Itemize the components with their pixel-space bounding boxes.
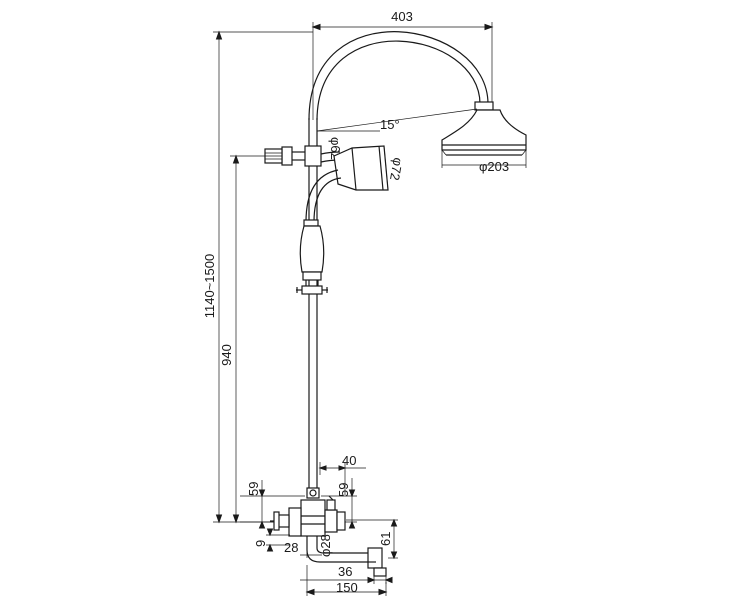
dim-9-label: 9 xyxy=(253,540,268,547)
dim-940-label: 940 xyxy=(219,344,234,366)
left-handle xyxy=(270,511,290,531)
shower-head: φ203 xyxy=(441,109,527,174)
dim-61-label: 61 xyxy=(378,532,393,546)
hand-shower-handle xyxy=(296,219,328,295)
dim-overall-height-label: 1140~1500 xyxy=(202,254,217,318)
dimension-36: 36 xyxy=(300,564,393,584)
dim-403-label: 403 xyxy=(391,9,413,24)
dimension-59-left: 59 xyxy=(240,480,305,529)
dimension-overall-height: 1140~1500 xyxy=(202,30,313,524)
head-diameter-label: φ203 xyxy=(479,159,509,174)
gooseneck-arm xyxy=(308,31,494,121)
angle-label: 15° xyxy=(380,117,400,132)
dimension-403: 403 xyxy=(311,9,494,120)
slide-holder xyxy=(264,145,341,167)
dimension-40: 40 xyxy=(318,453,366,495)
dim-28-mid-label: φ28 xyxy=(318,534,333,557)
dim-150-label: 150 xyxy=(336,580,358,595)
dimension-9: 9 xyxy=(253,528,290,552)
hand-shower-head xyxy=(333,145,389,191)
dim-28-left-label: 28 xyxy=(284,540,298,555)
dimension-150: 150 xyxy=(305,565,388,596)
dimension-940: 940 xyxy=(219,154,268,524)
riser-pipe xyxy=(308,118,318,495)
diverter xyxy=(306,487,320,499)
hand-shower-hose xyxy=(305,169,342,223)
dimension-59-right: 59 xyxy=(321,478,357,529)
dim-40-label: 40 xyxy=(342,453,356,468)
holder-diameter-label: φ72 xyxy=(387,156,406,181)
dim-36-label: 36 xyxy=(338,564,352,579)
angle-annotation: 15° xyxy=(316,108,478,132)
dim-59-left-label: 59 xyxy=(246,482,261,496)
dimension-61: 61 xyxy=(346,518,398,560)
mixer-body xyxy=(288,495,346,537)
dimension-28-left: 28 xyxy=(284,540,322,558)
dim-59-right-label: 59 xyxy=(336,483,351,497)
